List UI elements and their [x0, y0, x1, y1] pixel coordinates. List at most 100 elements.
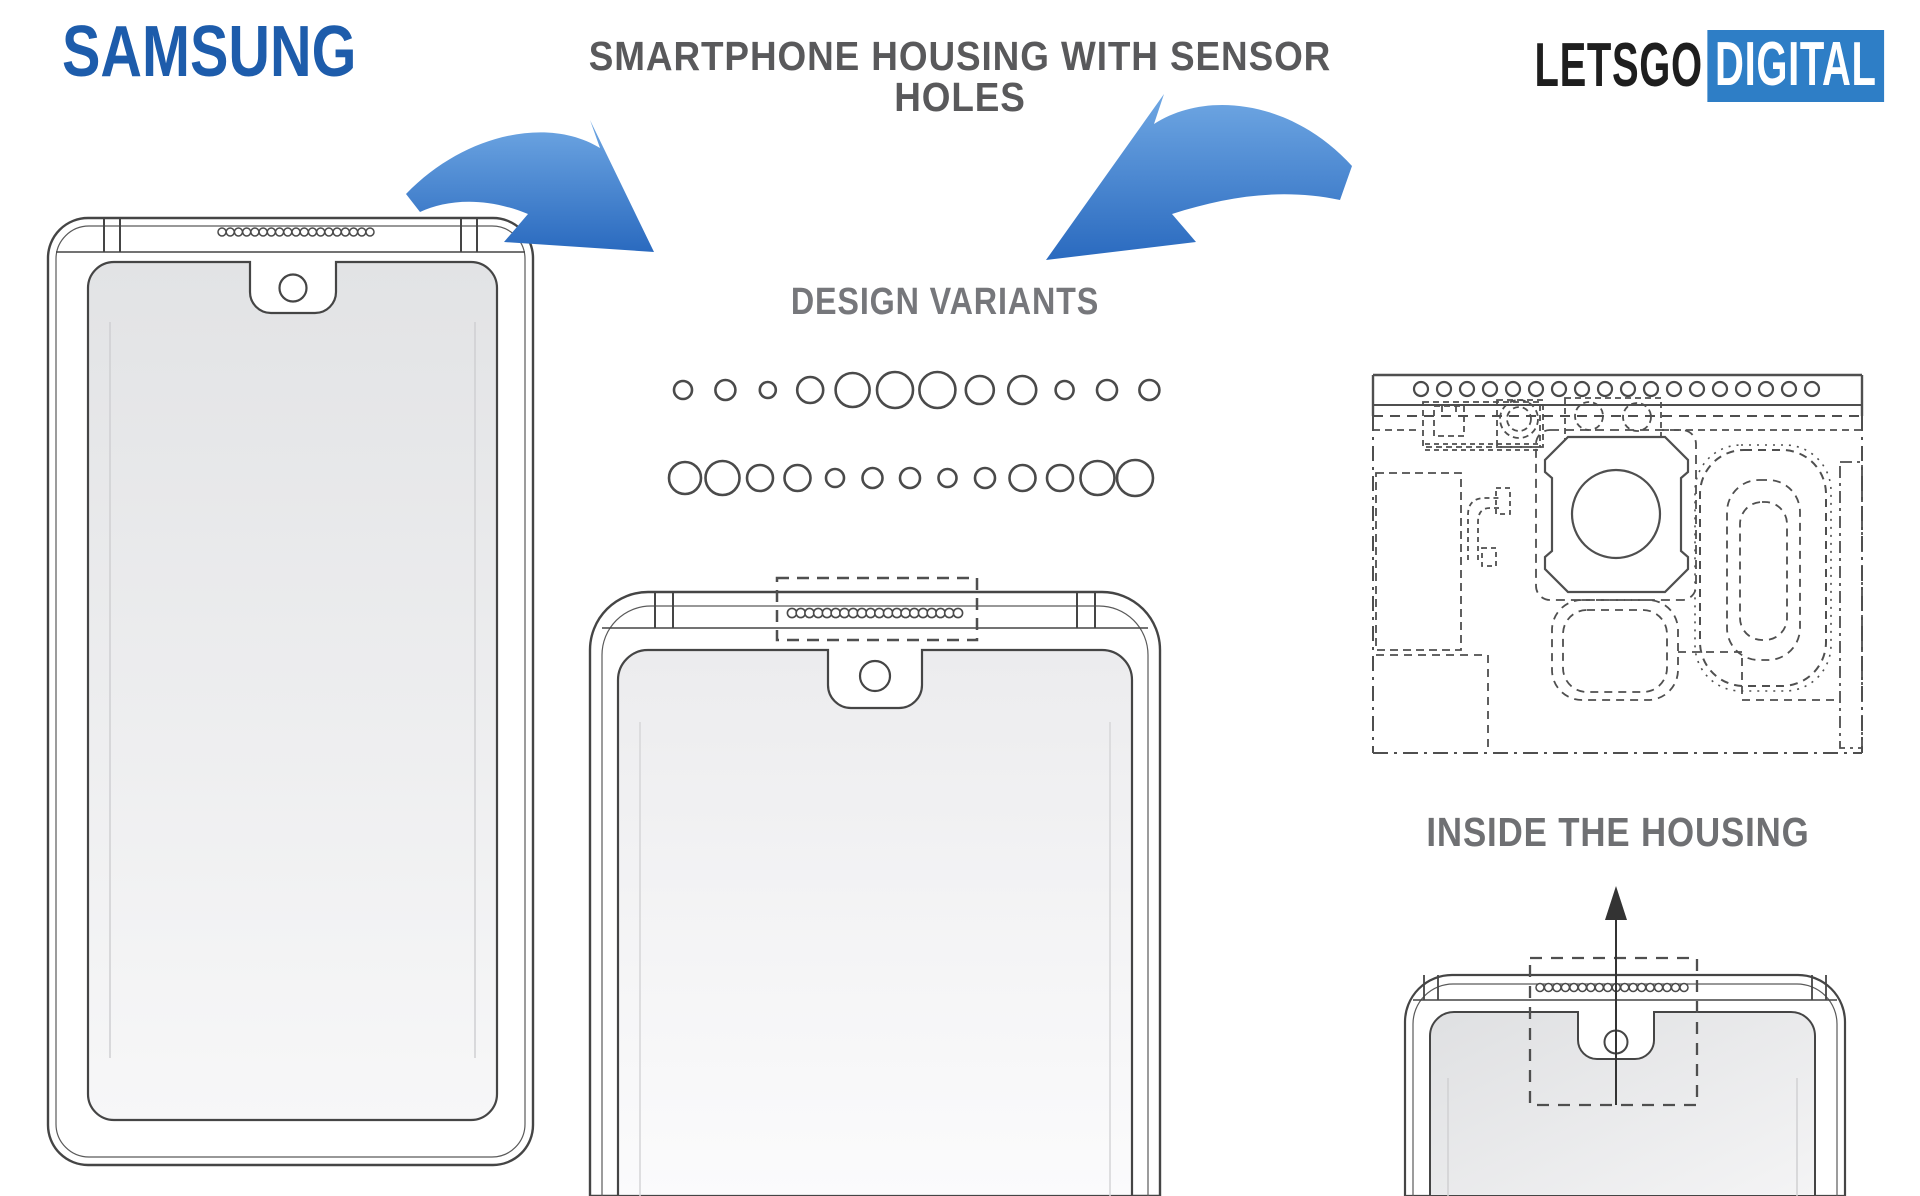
housing-hole — [1573, 380, 1591, 398]
sensor-hole — [250, 227, 260, 237]
screen-with-notch — [616, 648, 1134, 1196]
housing-hole — [1619, 380, 1637, 398]
sensor-hole — [233, 227, 244, 237]
sensor-hole — [332, 227, 342, 237]
page-title: SMARTPHONE HOUSING WITH SENSOR HOLES — [588, 33, 1332, 120]
lower-component — [1376, 599, 1835, 751]
sensor-hole — [873, 607, 885, 619]
speaker-hole-row — [1535, 982, 1689, 993]
sensor-hole — [1636, 982, 1647, 993]
antenna-lines — [103, 218, 478, 252]
housing-hole — [1803, 380, 1821, 398]
housing-hole — [1711, 380, 1729, 398]
digital-logo-badge: DIGITAL — [1707, 30, 1884, 102]
sensor-highlight-box — [775, 576, 979, 642]
sensor-hole — [1662, 982, 1672, 993]
sensor-hole — [1569, 982, 1579, 993]
sensor-hole — [839, 607, 850, 619]
middle-phone-figure — [588, 576, 1162, 1196]
sensor-hole — [315, 227, 326, 237]
sensor-hole — [299, 227, 309, 237]
sensor-hole — [1560, 982, 1571, 993]
front-camera-module — [1499, 399, 1539, 439]
variant-hole — [1095, 378, 1119, 402]
sensor-hole — [1586, 982, 1596, 993]
sensor-hole — [1577, 982, 1588, 993]
housing-hole — [1642, 380, 1660, 398]
housing-hole — [1596, 380, 1614, 398]
housing-hole — [1527, 380, 1545, 398]
sensor-hole — [786, 607, 798, 619]
variant-hole — [1008, 463, 1037, 493]
housing-internal-diagram — [1371, 373, 1864, 754]
sensor-right — [1622, 402, 1652, 432]
sensor-hole — [795, 607, 807, 619]
variant-hole — [783, 463, 812, 493]
variant-hole — [875, 370, 915, 410]
main-camera-module — [1535, 429, 1697, 601]
sensor-hole — [847, 607, 859, 619]
up-arrowhead — [1605, 886, 1627, 920]
sensor-hole — [241, 227, 252, 237]
sensor-hole — [821, 607, 833, 619]
sensor-hole — [865, 607, 877, 619]
sensor-hole — [804, 607, 815, 619]
sensor-hole — [908, 607, 920, 619]
variant-hole — [861, 466, 884, 490]
sensor-hole — [1552, 982, 1562, 993]
sensor-hole — [926, 607, 938, 619]
sensor-hole — [1603, 982, 1613, 993]
variant-hole — [973, 466, 997, 490]
curved-arrow-left — [406, 120, 654, 252]
sensor-hole — [324, 227, 334, 237]
housing-hole — [1734, 380, 1752, 398]
inside-housing-label: INSIDE THE HOUSING — [1426, 809, 1810, 855]
sensor-hole — [943, 607, 955, 619]
letsgo-digital-logo: LETSGO DIGITAL — [1534, 30, 1884, 102]
variant-hole — [824, 467, 846, 489]
variant-hole — [667, 460, 703, 496]
sensor-hole — [307, 227, 318, 237]
housing-hole — [1780, 380, 1798, 398]
sensor-hole — [1645, 982, 1655, 993]
sensor-hole — [274, 227, 285, 237]
variant-hole — [1045, 463, 1075, 493]
variant-hole-row-2 — [667, 458, 1155, 498]
variant-hole — [898, 466, 922, 490]
sensor-hole — [952, 607, 964, 619]
variant-hole — [834, 371, 871, 409]
design-variants-label: DESIGN VARIANTS — [790, 281, 1100, 323]
variant-hole — [672, 379, 694, 401]
sensor-hole — [217, 227, 227, 237]
variant-hole — [1006, 374, 1038, 406]
variant-hole — [745, 463, 775, 493]
sensor-hole — [856, 607, 868, 619]
variant-hole — [1054, 379, 1075, 401]
housing-hole — [1412, 380, 1430, 398]
speaker-hole-row — [217, 227, 375, 237]
sensor-hole — [266, 227, 277, 237]
screen-with-notch — [86, 260, 499, 1122]
sensor-hole — [900, 607, 911, 619]
housing-hole — [1757, 380, 1775, 398]
sensor-hole — [812, 607, 824, 619]
sensor-hole — [830, 607, 842, 619]
variant-hole — [704, 459, 741, 497]
sensor-hole — [348, 227, 359, 237]
sensor-hole — [1628, 982, 1638, 993]
letsgo-logo-text: LETSGO — [1534, 31, 1703, 100]
variant-hole — [714, 378, 737, 402]
variant-hole — [964, 374, 996, 406]
samsung-logo: SAMSUNG — [62, 12, 357, 92]
housing-hole — [1435, 380, 1453, 398]
variant-hole — [1138, 378, 1161, 402]
sensor-hole — [917, 607, 929, 619]
sensor-hole — [258, 227, 268, 237]
housing-hole-row — [1412, 380, 1821, 398]
housing-hole — [1481, 380, 1499, 398]
speaker-hole-row — [786, 607, 964, 619]
bottom-phone-figure — [1403, 973, 1847, 1196]
callout-box-and-arrow — [1528, 886, 1699, 1107]
variant-hole — [1115, 458, 1155, 498]
